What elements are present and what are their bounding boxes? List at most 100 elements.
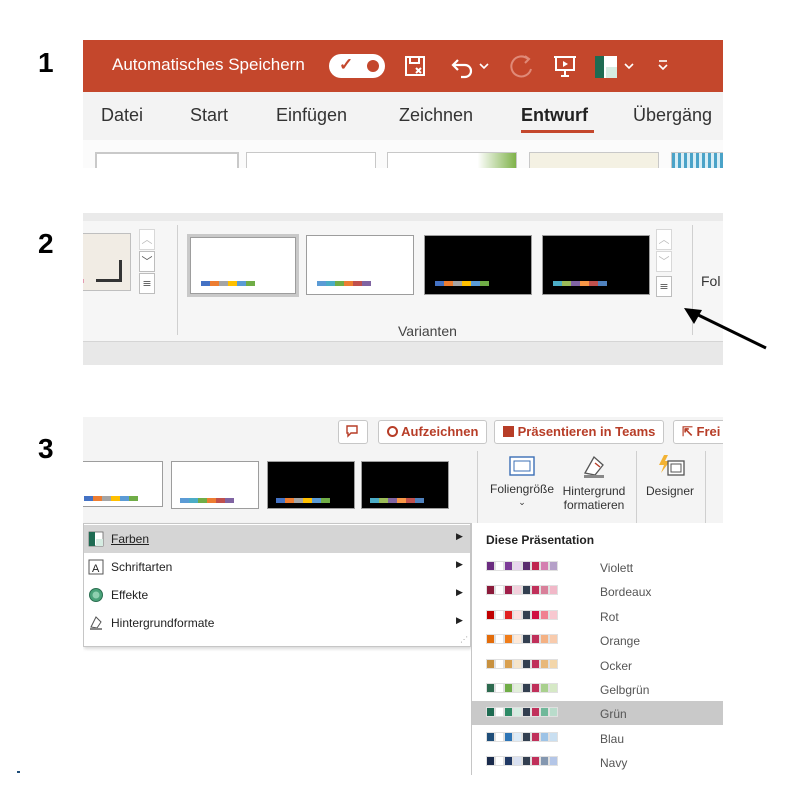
resize-grip-icon[interactable]: ⋰: [460, 635, 468, 644]
color-swatch: [540, 756, 549, 767]
variants-more-button[interactable]: ≡: [656, 276, 672, 297]
variant-thumbnail-1[interactable]: [83, 461, 163, 507]
color-swatch: [495, 634, 504, 645]
theme-thumbnail[interactable]: [387, 152, 517, 168]
color-swatch: [486, 731, 495, 742]
variant-thumbnail-1[interactable]: [187, 234, 299, 297]
theme-thumbnail[interactable]: [529, 152, 659, 168]
tab-uebergaenge[interactable]: Übergäng: [633, 105, 713, 125]
tab-zeichnen[interactable]: Zeichnen: [399, 105, 474, 125]
color-scheme-label: Ocker: [600, 658, 633, 673]
toggle-knob: [367, 60, 379, 72]
menu-item-background-styles[interactable]: Hintergrundformate ▶: [84, 609, 470, 637]
color-scheme-item[interactable]: Bordeaux: [472, 579, 723, 603]
color-swatch: [120, 496, 129, 501]
menu-item-fonts[interactable]: A Schriftarten ▶: [84, 553, 470, 581]
color-scheme-item[interactable]: Rot: [472, 604, 723, 628]
color-scheme-swatches: [486, 658, 558, 669]
record-label: Aufzeichnen: [401, 424, 479, 439]
color-swatch: [540, 707, 549, 718]
title-bar: Automatisches Speichern ✓: [83, 40, 723, 92]
format-background-icon: [583, 455, 604, 478]
undo-icon[interactable]: [450, 54, 476, 80]
color-swatch: [335, 281, 344, 286]
color-scheme-label: Gelbgrün: [600, 683, 650, 697]
variant-thumbnail-2[interactable]: [171, 461, 259, 509]
save-icon[interactable]: [403, 54, 429, 80]
stray-mark: [17, 771, 20, 773]
color-scheme-item[interactable]: Ocker: [472, 653, 723, 677]
record-button[interactable]: Aufzeichnen: [378, 420, 488, 444]
submenu-header: Diese Präsentation: [486, 533, 595, 547]
color-swatch: [522, 561, 531, 571]
color-swatch: [580, 281, 589, 286]
theme-thumbnail-partial[interactable]: [83, 233, 131, 291]
more-button[interactable]: ≡: [139, 273, 155, 294]
color-swatch: [540, 658, 549, 669]
designer-button[interactable]: Designer: [640, 453, 700, 498]
color-scheme-label: Rot: [600, 609, 619, 624]
menu-item-label: Farben: [111, 532, 149, 546]
group-separator: [692, 225, 693, 335]
variant-thumbnail-2[interactable]: [306, 235, 414, 295]
format-background-button[interactable]: Hintergrund formatieren: [558, 453, 630, 512]
scroll-down-button[interactable]: ﹀: [139, 251, 155, 272]
color-swatch: [531, 683, 540, 693]
presentation-icon[interactable]: [551, 53, 579, 81]
color-scheme-item[interactable]: Violett: [472, 555, 723, 579]
menu-item-effects[interactable]: Effekte ▶: [84, 581, 470, 609]
color-swatch: [540, 683, 549, 693]
color-scheme-item[interactable]: Gelbgrün: [472, 677, 723, 701]
scroll-up-button[interactable]: ︿: [656, 229, 672, 250]
color-swatch: [370, 498, 379, 503]
color-swatch: [504, 609, 513, 620]
tab-start[interactable]: Start: [190, 105, 229, 125]
color-scheme-item[interactable]: Navy: [472, 750, 723, 774]
color-scheme-item[interactable]: Grün: [472, 701, 723, 726]
active-tab-indicator: [521, 130, 594, 133]
autosave-toggle[interactable]: ✓: [329, 54, 385, 78]
color-swatch: [553, 281, 562, 286]
undo-dropdown-icon[interactable]: [479, 62, 489, 70]
theme-thumbnail[interactable]: [671, 152, 723, 168]
color-swatch: [513, 707, 522, 718]
variant-thumbnail-3[interactable]: [424, 235, 532, 295]
comments-button[interactable]: [338, 420, 368, 444]
customize-toolbar-icon[interactable]: [657, 59, 669, 71]
tab-entwurf[interactable]: Entwurf: [521, 105, 588, 125]
slide-size-button[interactable]: Foliengröße ⌄: [486, 453, 558, 510]
variant-thumbnail-4[interactable]: [361, 461, 449, 509]
scroll-up-button[interactable]: ︿: [139, 229, 155, 250]
color-swatch: [513, 609, 522, 620]
theme-accent-bar: [83, 279, 84, 283]
color-swatch: [237, 281, 246, 286]
tab-einfuegen[interactable]: Einfügen: [276, 105, 348, 125]
color-swatch: [415, 498, 424, 503]
variant-thumbnail-4[interactable]: [542, 235, 650, 295]
check-icon: ✓: [339, 55, 354, 74]
color-scheme-item[interactable]: Blau: [472, 726, 723, 750]
color-scheme-label: Grün: [600, 707, 627, 722]
theme-thumbnail[interactable]: [95, 152, 239, 168]
tab-datei[interactable]: Datei: [101, 105, 144, 125]
scroll-down-button[interactable]: ﹀: [656, 251, 672, 272]
color-swatch: [522, 634, 531, 645]
theme-icon[interactable]: [593, 54, 619, 80]
color-swatch: [531, 561, 540, 571]
share-button[interactable]: ⇱ Frei: [673, 420, 723, 444]
present-in-teams-button[interactable]: Präsentieren in Teams: [494, 420, 665, 444]
theme-dropdown-icon[interactable]: [624, 62, 634, 70]
variant-thumbnail-3[interactable]: [267, 461, 355, 509]
menu-item-colors[interactable]: Farben ▶: [84, 525, 470, 553]
theme-thumbnail[interactable]: [246, 152, 376, 168]
color-swatch: [111, 496, 120, 501]
color-scheme-label: Bordeaux: [600, 585, 652, 600]
color-swatch: [312, 498, 321, 503]
color-scheme-item[interactable]: Orange: [472, 628, 723, 652]
variant-color-swatches: [370, 498, 424, 503]
color-swatch: [549, 658, 558, 669]
color-swatch: [513, 731, 522, 742]
redo-icon[interactable]: [508, 53, 536, 81]
color-swatch: [495, 585, 504, 596]
format-background-label-1: Hintergrund: [562, 484, 626, 498]
